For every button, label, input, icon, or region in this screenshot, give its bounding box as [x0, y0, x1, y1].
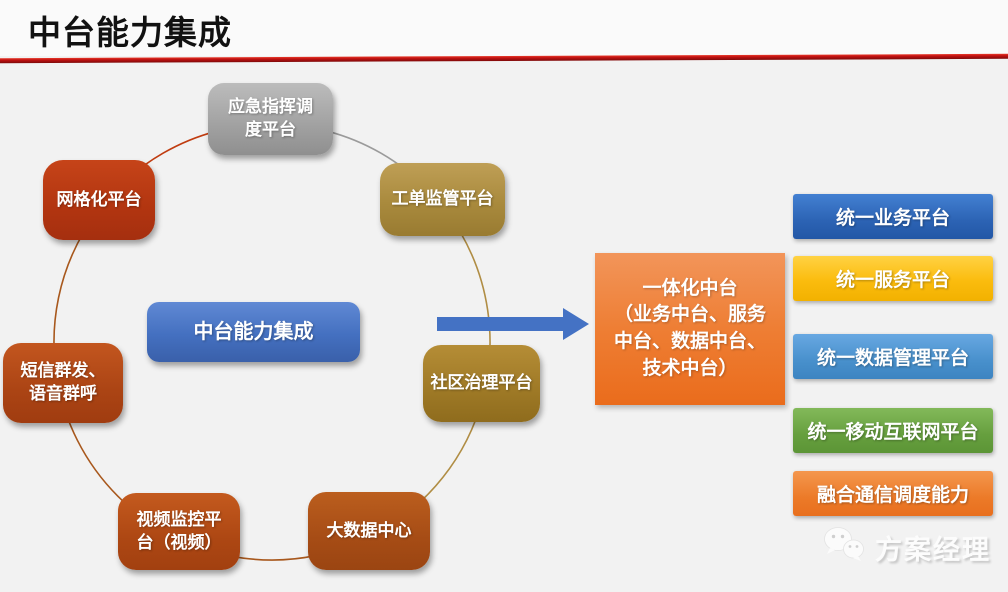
page-title: 中台能力集成: [28, 14, 232, 51]
bar-label: 融合通信调度能力: [816, 485, 969, 506]
node-emergency-dispatch: 应急指挥调 度平台: [208, 83, 333, 155]
node-grid-platform: 网格化平台: [43, 160, 155, 240]
title-band: [0, 0, 1008, 56]
integrated-platform-box: 一体化中台 （业务中台、服务 中台、数据中台、 技术中台）: [595, 253, 785, 405]
node-label: 中台能力集成: [193, 320, 314, 343]
node-label: 应急指挥调 度平台: [228, 97, 313, 139]
node-sms-voice: 短信群发、 语音群呼: [3, 343, 123, 423]
node-label: 短信群发、 语音群呼: [20, 361, 106, 403]
bar-label: 统一业务平台: [835, 208, 950, 229]
bar-label: 统一移动互联网平台: [807, 422, 979, 443]
integrated-platform-label: 一体化中台 （业务中台、服务 中台、数据中台、 技术中台）: [613, 277, 766, 379]
capability-bar-data-management: 统一数据管理平台: [793, 334, 993, 379]
node-center-capability: 中台能力集成: [147, 302, 360, 362]
bar-label: 统一数据管理平台: [816, 348, 969, 369]
node-big-data-center: 大数据中心: [308, 492, 430, 570]
watermark-label: 方案经理: [875, 534, 991, 565]
node-community-governance: 社区治理平台: [423, 345, 540, 422]
node-label: 网格化平台: [56, 189, 142, 209]
node-label: 大数据中心: [326, 520, 412, 540]
node-label: 视频监控平 台（视频）: [136, 509, 222, 552]
integration-arrow: [437, 308, 589, 340]
node-label: 工单监管平台: [391, 189, 494, 209]
wechat-icon: [822, 525, 866, 570]
bar-label: 统一服务平台: [835, 270, 950, 291]
node-label: 社区治理平台: [430, 373, 533, 393]
node-work-order: 工单监管平台: [380, 163, 505, 236]
ring-arc-brown: [53, 232, 382, 561]
capability-bar-business: 统一业务平台: [793, 194, 993, 239]
watermark: 方案经理: [822, 524, 1002, 570]
capability-bar-converged-comms: 融合通信调度能力: [793, 471, 993, 516]
node-video-surveillance: 视频监控平 台（视频）: [118, 493, 240, 570]
capability-bar-service: 统一服务平台: [793, 256, 993, 301]
capability-bar-mobile-internet: 统一移动互联网平台: [793, 408, 993, 453]
